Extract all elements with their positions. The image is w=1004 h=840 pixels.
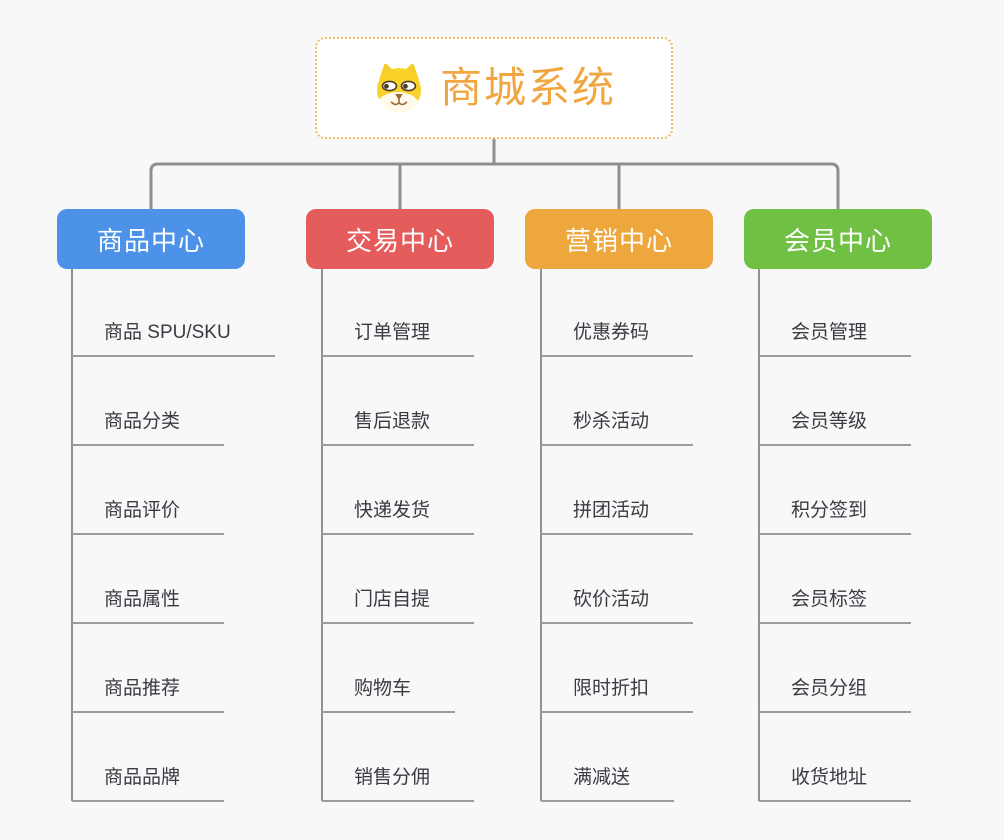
branch-item[interactable]: 积分签到 [759,498,912,535]
branch-item[interactable]: 商品 SPU/SKU [72,320,275,357]
branch-item[interactable]: 商品品牌 [72,765,225,802]
branch-item[interactable]: 快递发货 [322,498,475,535]
branch-header-2[interactable]: 交易中心 [306,209,494,269]
branch-item[interactable]: 会员管理 [759,320,912,357]
branch-item[interactable]: 会员分组 [759,676,912,713]
branch-item[interactable]: 购物车 [322,676,456,713]
branch-item[interactable]: 销售分佣 [322,765,475,802]
branch-item[interactable]: 会员等级 [759,409,912,446]
branch-item[interactable]: 拼团活动 [541,498,694,535]
branch-item[interactable]: 商品分类 [72,409,225,446]
branch-item[interactable]: 限时折扣 [541,676,694,713]
root-title: 商城系统 [439,64,616,111]
branch-header-4[interactable]: 会员中心 [744,209,932,269]
branch-item[interactable]: 满减送 [541,765,675,802]
branch-item[interactable]: 商品推荐 [72,676,225,713]
dog-face-icon [372,63,426,113]
branch-item[interactable]: 砍价活动 [541,587,694,624]
branch-header-1[interactable]: 商品中心 [57,209,245,269]
root-node[interactable]: 商城系统 [315,37,673,139]
branch-item[interactable]: 秒杀活动 [541,409,694,446]
branch-item[interactable]: 订单管理 [322,320,475,357]
branch-item[interactable]: 收货地址 [759,765,912,802]
branch-item[interactable]: 优惠券码 [541,320,694,357]
branch-item[interactable]: 商品评价 [72,498,225,535]
branch-item[interactable]: 商品属性 [72,587,225,624]
branch-item[interactable]: 会员标签 [759,587,912,624]
branch-item[interactable]: 门店自提 [322,587,475,624]
branch-item[interactable]: 售后退款 [322,409,475,446]
branch-header-3[interactable]: 营销中心 [525,209,713,269]
